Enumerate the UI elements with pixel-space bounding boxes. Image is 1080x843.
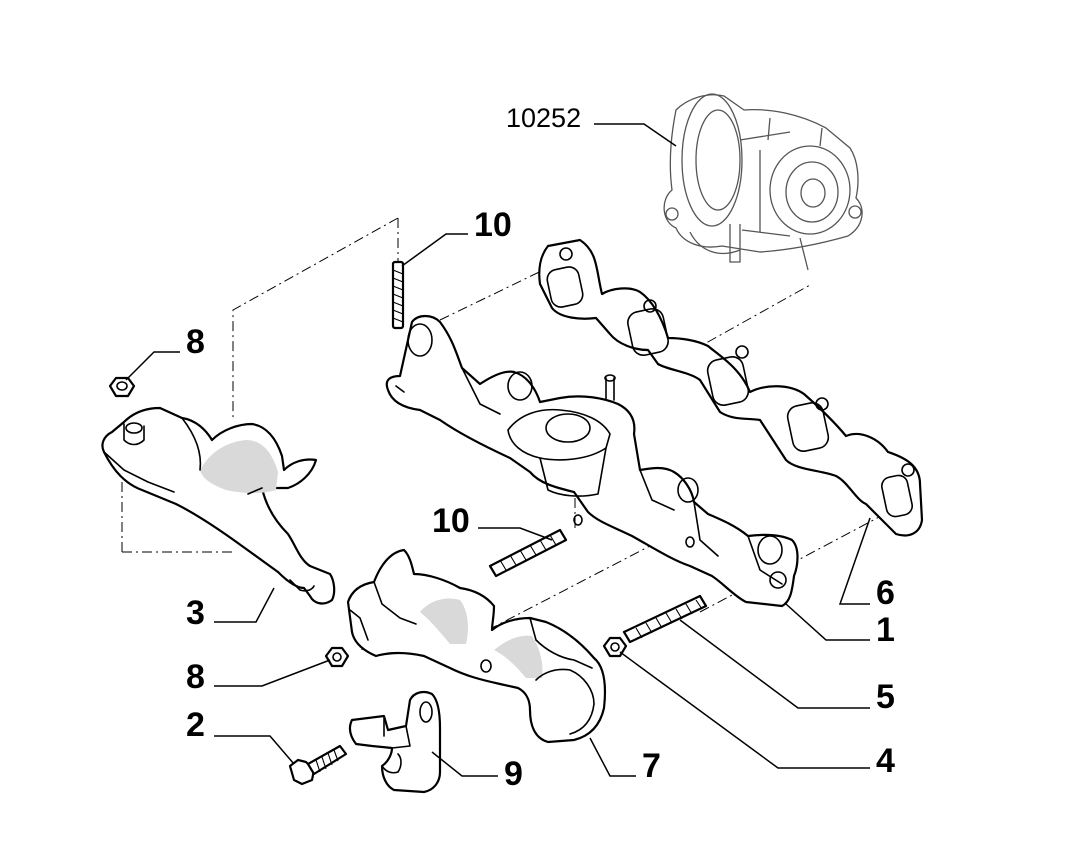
label-10-top: 10 <box>474 206 512 244</box>
stud-top <box>391 260 405 330</box>
bolt <box>288 744 348 786</box>
exhaust-manifold <box>385 314 799 608</box>
callout-labels: 10252 10 10 8 3 8 2 9 7 4 5 1 6 <box>186 103 895 793</box>
label-7: 7 <box>642 747 661 785</box>
label-8-bottom: 8 <box>186 658 205 696</box>
label-10-mid: 10 <box>432 502 470 540</box>
manifold-gasket <box>538 238 924 537</box>
label-2: 2 <box>186 706 205 744</box>
label-3: 3 <box>186 594 205 632</box>
leader-lines <box>125 123 871 777</box>
heat-shield-lower <box>346 548 607 744</box>
label-6: 6 <box>876 574 895 612</box>
label-8-top: 8 <box>186 323 205 361</box>
label-10252: 10252 <box>506 103 581 133</box>
heat-shield-upper <box>101 406 336 605</box>
nut-top <box>108 376 136 398</box>
label-4: 4 <box>876 742 895 780</box>
label-5: 5 <box>876 678 895 716</box>
label-9: 9 <box>504 755 523 793</box>
stud-middle <box>488 528 568 578</box>
stud-long <box>622 594 708 644</box>
label-1: 1 <box>876 611 895 649</box>
turbocharger <box>663 93 863 271</box>
bracket <box>348 690 442 794</box>
nut-bottom <box>324 646 350 668</box>
